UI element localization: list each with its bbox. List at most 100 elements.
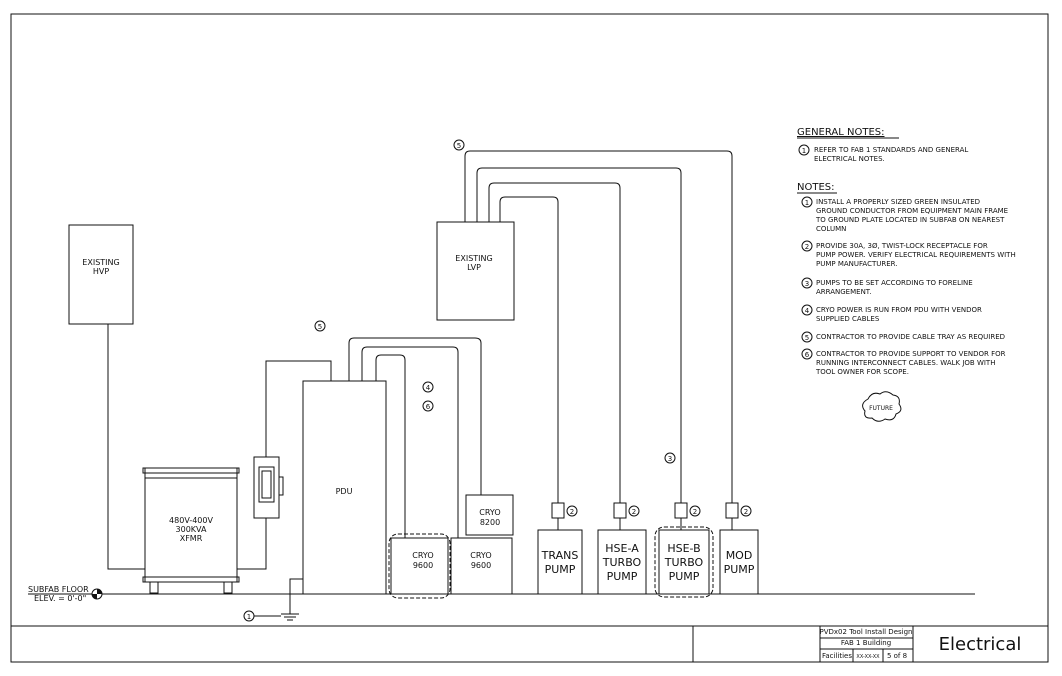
svg-text:4: 4 xyxy=(426,384,431,392)
note-tag-1 xyxy=(243,610,255,622)
trans-pump-label-1: TRANS xyxy=(541,549,579,562)
cryo-9600-a-future-cloud xyxy=(388,533,451,599)
note-tag-2-hse-a xyxy=(628,505,640,517)
svg-text:1: 1 xyxy=(805,199,809,207)
cryo-9600-b-label-2: 9600 xyxy=(471,561,491,570)
hse-a-pump-label-2: TURBO xyxy=(602,556,642,569)
note-6-line-1: CONTRACTOR TO PROVIDE SUPPORT TO VENDOR … xyxy=(816,350,1006,358)
cable-lvp-to-hse-b-pump xyxy=(476,167,682,503)
svg-text:2: 2 xyxy=(744,508,748,516)
note-3-line-2: ARRANGEMENT. xyxy=(816,288,871,296)
cryo-8200-label-2: 8200 xyxy=(480,518,500,527)
trans-pump xyxy=(537,529,583,595)
cryo-9600-a xyxy=(390,537,449,595)
title-block-dept: Facilities xyxy=(822,652,852,660)
svg-text:5: 5 xyxy=(805,334,809,342)
transformer xyxy=(142,467,240,594)
general-note-1-tag xyxy=(798,144,810,156)
notes-title: NOTES: xyxy=(797,182,835,193)
note-5-line-1: CONTRACTOR TO PROVIDE CABLE TRAY AS REQU… xyxy=(816,333,1005,341)
pdu-panel xyxy=(302,380,387,595)
note-2-tag xyxy=(801,240,813,252)
hse-a-turbo-pump xyxy=(597,529,647,595)
hse-b-pump-label-3: PUMP xyxy=(669,570,700,583)
note-4-line-2: SUPPLIED CABLES xyxy=(816,315,880,323)
mod-pump-label-1: MOD xyxy=(726,549,753,562)
cable-pdu-to-cryo-9600-b xyxy=(361,346,459,538)
note-tag-5-upper xyxy=(453,139,465,151)
cable-lvp-to-mod-pump xyxy=(464,150,733,503)
title-block-sheet: 5 of 8 xyxy=(887,652,907,660)
elevation-marker-icon xyxy=(91,588,103,600)
cable-pdu-to-cryo-9600-a xyxy=(375,354,406,538)
cryo-9600-b-label-1: CRYO xyxy=(470,551,491,560)
note-2-line-1: PROVIDE 30A, 3Ø, TWIST-LOCK RECEPTACLE F… xyxy=(816,242,988,250)
receptacle-hse-b-pump xyxy=(674,502,688,530)
svg-text:4: 4 xyxy=(805,307,810,315)
svg-text:1: 1 xyxy=(802,147,806,155)
cryo-8200-label-1: CRYO xyxy=(479,508,500,517)
svg-text:2: 2 xyxy=(632,508,636,516)
svg-text:2: 2 xyxy=(693,508,697,516)
xfmr-label-2: 300KVA xyxy=(176,525,207,534)
svg-text:3: 3 xyxy=(668,455,672,463)
svg-text:5: 5 xyxy=(318,323,322,331)
cable-lvp-to-trans-pump xyxy=(499,196,559,503)
mod-pump xyxy=(719,529,759,595)
note-2-line-2: PUMP POWER. VERIFY ELECTRICAL REQUIREMEN… xyxy=(816,251,1016,259)
svg-text:2: 2 xyxy=(805,243,809,251)
lvp-label-2: LVP xyxy=(467,263,481,272)
mod-pump-label-2: PUMP xyxy=(724,563,755,576)
note-tag-2-hse-b xyxy=(689,505,701,517)
note-1-line-2: GROUND CONDUCTOR FROM EQUIPMENT MAIN FRA… xyxy=(816,207,1008,215)
existing-hvp-panel xyxy=(68,224,134,325)
svg-text:6: 6 xyxy=(426,403,431,411)
cryo-9600-a-label-1: CRYO xyxy=(412,551,433,560)
subfab-floor-elev: ELEV. = 0'-0" xyxy=(34,594,86,603)
hvp-to-xfmr-conduit xyxy=(107,324,145,570)
hse-a-pump-label-1: HSE-A xyxy=(605,542,639,555)
svg-text:3: 3 xyxy=(805,280,809,288)
future-cloud-icon xyxy=(862,391,902,422)
disconnect-switch xyxy=(253,456,284,519)
note-tag-5-lower xyxy=(314,320,326,332)
xfmr-label-3: XFMR xyxy=(180,534,203,543)
lvp-label-1: EXISTING xyxy=(455,254,492,263)
sheet-border xyxy=(10,13,1049,663)
svg-text:1: 1 xyxy=(247,613,251,621)
cable-pdu-to-cryo-8200 xyxy=(348,337,482,495)
general-notes-title: GENERAL NOTES: xyxy=(797,127,885,138)
existing-lvp-panel xyxy=(436,221,515,321)
note-2-line-3: PUMP MANUFACTURER. xyxy=(816,260,897,268)
note-1-line-1: INSTALL A PROPERLY SIZED GREEN INSULATED xyxy=(816,198,980,206)
xfmr-label-1: 480V-400V xyxy=(169,516,213,525)
note-tag-3 xyxy=(664,452,676,464)
note-tag-4 xyxy=(422,381,434,393)
note-6-line-2: RUNNING INTERCONNECT CABLES. WALK JOB WI… xyxy=(816,359,995,367)
svg-text:6: 6 xyxy=(805,351,810,359)
note-tag-6 xyxy=(422,400,434,412)
receptacle-hse-a-pump xyxy=(613,502,627,530)
hvp-label-2: HVP xyxy=(93,267,109,276)
hvp-label-1: EXISTING xyxy=(82,258,119,267)
disconnect-to-pdu-conduit xyxy=(265,360,332,457)
hse-b-pump-label-1: HSE-B xyxy=(667,542,700,555)
general-note-1-line-1: REFER TO FAB 1 STANDARDS AND GENERAL xyxy=(814,146,968,154)
trans-pump-label-2: PUMP xyxy=(545,563,576,576)
note-3-line-1: PUMPS TO BE SET ACCORDING TO FORELINE xyxy=(816,279,973,287)
pdu-label: PDU xyxy=(336,487,353,496)
note-6-tag xyxy=(801,348,813,360)
future-cloud-label: FUTURE xyxy=(869,405,893,412)
cable-lvp-to-hse-a-pump xyxy=(488,182,621,503)
general-note-1-line-2: ELECTRICAL NOTES. xyxy=(814,155,885,163)
cryo-9600-a-label-2: 9600 xyxy=(413,561,433,570)
cryo-9600-b xyxy=(450,537,513,595)
title-block-building: FAB 1 Building xyxy=(841,639,891,647)
title-block-discipline: Electrical xyxy=(939,634,1022,655)
note-1-tag xyxy=(801,196,813,208)
ground-symbol-icon xyxy=(281,578,303,621)
note-tag-2-trans xyxy=(566,505,578,517)
note-3-tag xyxy=(801,277,813,289)
subfab-floor-label: SUBFAB FLOOR xyxy=(28,585,89,594)
